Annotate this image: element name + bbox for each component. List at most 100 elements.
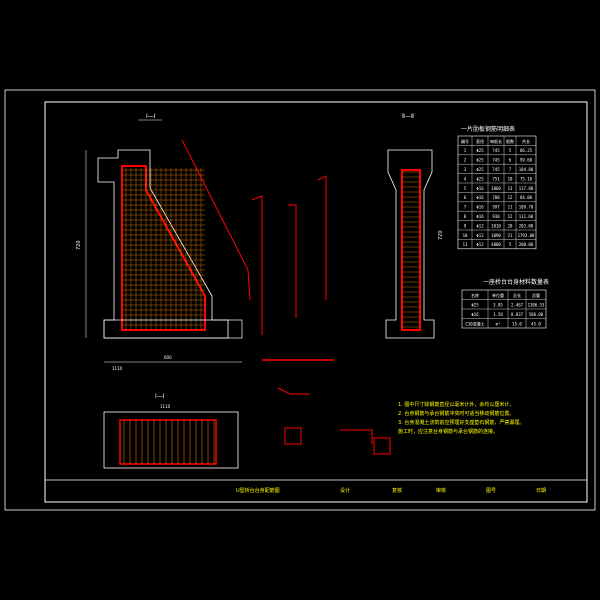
rebar-table-cell: 75.10 bbox=[520, 176, 533, 181]
material-table-cell: 1306.53 bbox=[528, 302, 545, 307]
rebar-table-cell: 7 bbox=[509, 167, 512, 172]
rebar-table-cell: Φ25 bbox=[476, 167, 484, 172]
rebar-table-cell: Φ16 bbox=[476, 186, 484, 191]
side-section-title: Ⅱ—Ⅱ bbox=[402, 113, 414, 120]
rebar-table-cell: Φ12 bbox=[476, 223, 484, 228]
title-block-label: 图号 bbox=[486, 488, 496, 494]
rebar-table-cell: 745 bbox=[492, 148, 500, 153]
rebar-hatch bbox=[122, 168, 205, 330]
title-block-label: 日期 bbox=[536, 488, 546, 494]
title-block: U型桥台台身配筋图 设计复核审核图号日期 bbox=[45, 479, 587, 494]
dim-total-height: 720 bbox=[76, 240, 82, 250]
rebar-table-cell: 5 bbox=[509, 242, 512, 247]
rebar-table-cell: 10 bbox=[508, 176, 513, 181]
rebar-table-cell: 11 bbox=[463, 242, 468, 247]
rebar-table-cell: 11 bbox=[508, 205, 513, 210]
rebar-table-cell: 12 bbox=[508, 214, 513, 219]
material-table-cell: 3.85 bbox=[493, 302, 503, 307]
rebar-table-cell: 751 bbox=[492, 176, 500, 181]
plan-rebar-hatch bbox=[123, 420, 215, 464]
material-table-header: 单位重 bbox=[492, 292, 504, 298]
rebar-table-cell: 21 bbox=[508, 233, 513, 238]
rebar-table-title: 一片肋板钢筋明细表 bbox=[461, 125, 515, 133]
rebar-table-cell: 745 bbox=[492, 167, 500, 172]
material-table-header: 总重 bbox=[532, 292, 540, 298]
rebar-table-cell: 13 bbox=[508, 186, 513, 191]
rebar-table-cell: Φ12 bbox=[476, 242, 484, 247]
note-3: 3. 台身混凝土浇筑前应预埋好支座垫石钢筋，严禁漏埋。 bbox=[398, 420, 525, 426]
dim-base-width: 600 bbox=[164, 355, 172, 360]
rebar-table-header: 根数 bbox=[506, 138, 514, 144]
rebar-details bbox=[251, 175, 334, 395]
rebar-table-cell: 86.25 bbox=[520, 148, 533, 153]
plan-section: Ⅰ—Ⅰ 1110 bbox=[103, 393, 239, 469]
rebar-table-cell: 111.60 bbox=[519, 214, 534, 219]
title-block-label: 审核 bbox=[436, 487, 446, 494]
rebar-table-cell: 84.00 bbox=[520, 195, 533, 200]
material-table: 一座桥台台身材料数量表 名称 单位重 总长 总重 Φ25 3.85 2.467 1306.53… bbox=[461, 278, 549, 329]
material-table-cell: 586.00 bbox=[529, 312, 544, 317]
rebar-table-cell: 6 bbox=[464, 195, 467, 200]
rebar-table-cell: 7 bbox=[464, 205, 467, 210]
material-table-cell: 15.0 bbox=[512, 321, 522, 326]
rebar-table-cell: 1010 bbox=[491, 223, 501, 228]
rebar-table-cell: 10 bbox=[463, 233, 468, 238]
rebar-table-cell: 997 bbox=[492, 205, 500, 210]
material-table-cell: C30混凝土 bbox=[465, 320, 484, 326]
rebar-table-cell: 5 bbox=[509, 148, 512, 153]
rebar-table-cell: 745 bbox=[492, 158, 500, 163]
rebar-table-cell: 1 bbox=[464, 148, 467, 153]
material-table-cell: Φ25 bbox=[471, 302, 479, 307]
side-rebar-cage bbox=[401, 169, 421, 331]
rebar-cage bbox=[121, 165, 206, 331]
inner-frame bbox=[44, 101, 588, 503]
rebar-table-cell: Φ16 bbox=[476, 205, 484, 210]
rebar-table-cell: 4000 bbox=[491, 242, 501, 247]
rebar-table-cell: 202.00 bbox=[519, 223, 534, 228]
rebar-table-header: 每根长 bbox=[490, 138, 502, 144]
material-table-cell: 8.837 bbox=[511, 312, 524, 317]
rebar-table-cell: Φ25 bbox=[476, 148, 484, 153]
material-table-cell: Φ16 bbox=[471, 312, 479, 317]
title-block-label: 设计 bbox=[340, 487, 350, 494]
side-rebar-hatch bbox=[402, 171, 420, 328]
rebar-table-cell: 200.00 bbox=[519, 242, 534, 247]
rebar-table-header: 直径 bbox=[476, 138, 484, 144]
side-section: Ⅱ—Ⅱ 720 bbox=[385, 113, 444, 339]
plan-section-title: Ⅰ—Ⅰ bbox=[155, 393, 165, 400]
material-table-header: 名称 bbox=[471, 292, 479, 298]
rebar-table-cell: 9 bbox=[464, 223, 467, 228]
rebar-table-cell: 3 bbox=[464, 167, 467, 172]
rebar-table-cell: 1090 bbox=[491, 233, 501, 238]
rebar-table-cell: 6 bbox=[509, 158, 512, 163]
note-1: 1. 图中尺寸除钢筋直径以毫米计外，余均以厘米计。 bbox=[398, 402, 515, 408]
material-table-cell: 2.467 bbox=[511, 302, 524, 307]
material-table-cell: m³ bbox=[496, 321, 501, 326]
rebar-table-cell: 1060 bbox=[491, 186, 501, 191]
stirrup-details bbox=[284, 427, 391, 455]
note-4: 施工时，应注意台身钢筋与承台钢筋的连接。 bbox=[398, 429, 499, 435]
rebar-table-cell: 930 bbox=[492, 214, 500, 219]
dim-base-full: 1110 bbox=[112, 366, 123, 371]
rebar-table-cell: 700 bbox=[492, 195, 500, 200]
rebar-table-cell: 8 bbox=[464, 214, 467, 219]
rebar-table-cell: Φ16 bbox=[476, 195, 484, 200]
rebar-table-cell: 137.80 bbox=[519, 186, 534, 191]
material-table-cell: 45.0 bbox=[531, 321, 541, 326]
rebar-table-cell: 104.80 bbox=[519, 167, 534, 172]
material-table-title: 一座桥台台身材料数量表 bbox=[483, 278, 549, 286]
rebar-table-cell: 20 bbox=[508, 223, 513, 228]
rebar-table-cell: 109.70 bbox=[519, 205, 534, 210]
outer-frame bbox=[4, 89, 596, 511]
rebar-table-cell: Φ25 bbox=[476, 176, 484, 181]
rebar-table-cell: 5 bbox=[464, 186, 467, 191]
rebar-table-cell: 12 bbox=[508, 195, 513, 200]
rebar-table-cell: 2 bbox=[464, 158, 467, 163]
rebar-table-cell: Φ25 bbox=[476, 158, 484, 163]
rebar-table-cell: Φ12 bbox=[476, 233, 484, 238]
rebar-table-cell: 4 bbox=[464, 176, 467, 181]
material-table-header: 总长 bbox=[513, 292, 521, 298]
rebar-table-cell: Φ16 bbox=[476, 214, 484, 219]
